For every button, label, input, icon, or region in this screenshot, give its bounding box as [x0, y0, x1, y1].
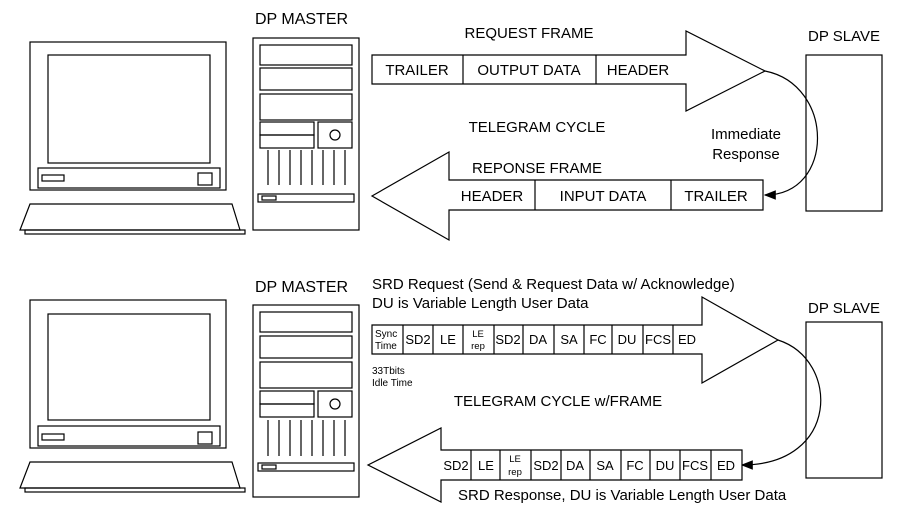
- req-cell-sd2-a: SD2: [405, 332, 430, 347]
- req-cell-da: DA: [529, 332, 547, 347]
- pc-computer-top: [19, 41, 246, 235]
- req-cell-le-rep-1: LE: [472, 329, 484, 340]
- req-cell-le: LE: [440, 332, 456, 347]
- srd-response-curve: [740, 339, 822, 470]
- resp-cell-sa: SA: [596, 458, 614, 473]
- dp-master-label-top: DP MASTER: [255, 11, 348, 28]
- request-frame-arrow: [371, 30, 767, 112]
- tower-vent-lines-bottom: [267, 420, 346, 456]
- resp-cell-sd2-a: SD2: [443, 458, 468, 473]
- dp-master-tower-top: [252, 37, 360, 231]
- request-frame-title: REQUEST FRAME: [465, 25, 594, 42]
- request-cell-header: HEADER: [607, 62, 670, 79]
- dp-slave-box-bottom: [805, 321, 883, 479]
- resp-cell-le-rep-2: rep: [508, 467, 522, 478]
- request-cell-trailer: TRAILER: [385, 62, 449, 79]
- telegram-cycle-label: TELEGRAM CYCLE: [469, 119, 606, 136]
- response-cell-trailer: TRAILER: [684, 188, 748, 205]
- telegram-cycle-frame-label: TELEGRAM CYCLE w/FRAME: [454, 393, 662, 410]
- resp-cell-du: DU: [656, 458, 675, 473]
- response-cell-header: HEADER: [461, 188, 524, 205]
- resp-cell-da: DA: [566, 458, 584, 473]
- srd-response-desc: SRD Response, DU is Variable Length User…: [458, 487, 787, 504]
- idle-time-label-2: Idle Time: [372, 378, 413, 389]
- req-cell-du: DU: [618, 332, 637, 347]
- req-cell-fcs: FCS: [645, 332, 671, 347]
- srd-request-arrow: [371, 295, 780, 385]
- srd-response-arrow: [366, 427, 743, 503]
- srd-response-cell-dividers: [470, 450, 712, 480]
- srd-request-desc-line1: SRD Request (Send & Request Data w/ Ackn…: [372, 276, 735, 293]
- immediate-response-label-1: Immediate: [711, 126, 781, 143]
- dp-slave-label-top: DP SLAVE: [808, 28, 880, 45]
- response-frame-arrow: [370, 150, 764, 242]
- srd-request-desc-line2: DU is Variable Length User Data: [372, 295, 589, 312]
- pc-computer-bottom: [19, 299, 246, 493]
- resp-cell-ed: ED: [717, 458, 735, 473]
- req-cell-le-rep-2: rep: [471, 341, 485, 352]
- srd-request-cell-dividers: [432, 325, 674, 354]
- resp-cell-le-rep-1: LE: [509, 454, 521, 465]
- response-frame-title: REPONSE FRAME: [472, 160, 602, 177]
- response-cell-input-data: INPUT DATA: [560, 188, 647, 205]
- sync-time-label-1: Sync: [375, 329, 397, 340]
- req-cell-ed: ED: [678, 332, 696, 347]
- request-cell-output-data: OUTPUT DATA: [477, 62, 580, 79]
- req-cell-fc: FC: [589, 332, 606, 347]
- resp-cell-le: LE: [478, 458, 494, 473]
- immediate-response-curve: [763, 70, 819, 200]
- dp-master-tower-bottom: [252, 304, 360, 498]
- tower-vent-lines-top: [267, 150, 346, 185]
- dp-slave-label-bottom: DP SLAVE: [808, 300, 880, 317]
- immediate-response-label-2: Response: [712, 146, 780, 163]
- resp-cell-sd2-b: SD2: [533, 458, 558, 473]
- req-cell-sa: SA: [560, 332, 578, 347]
- idle-time-label-1: 33Tbits: [372, 366, 405, 377]
- sync-time-label-2: Time: [375, 341, 397, 352]
- resp-cell-fcs: FCS: [682, 458, 708, 473]
- resp-cell-fc: FC: [626, 458, 643, 473]
- dp-slave-box-top: [805, 54, 883, 212]
- dp-master-label-bottom: DP MASTER: [255, 279, 348, 296]
- req-cell-sd2-b: SD2: [495, 332, 520, 347]
